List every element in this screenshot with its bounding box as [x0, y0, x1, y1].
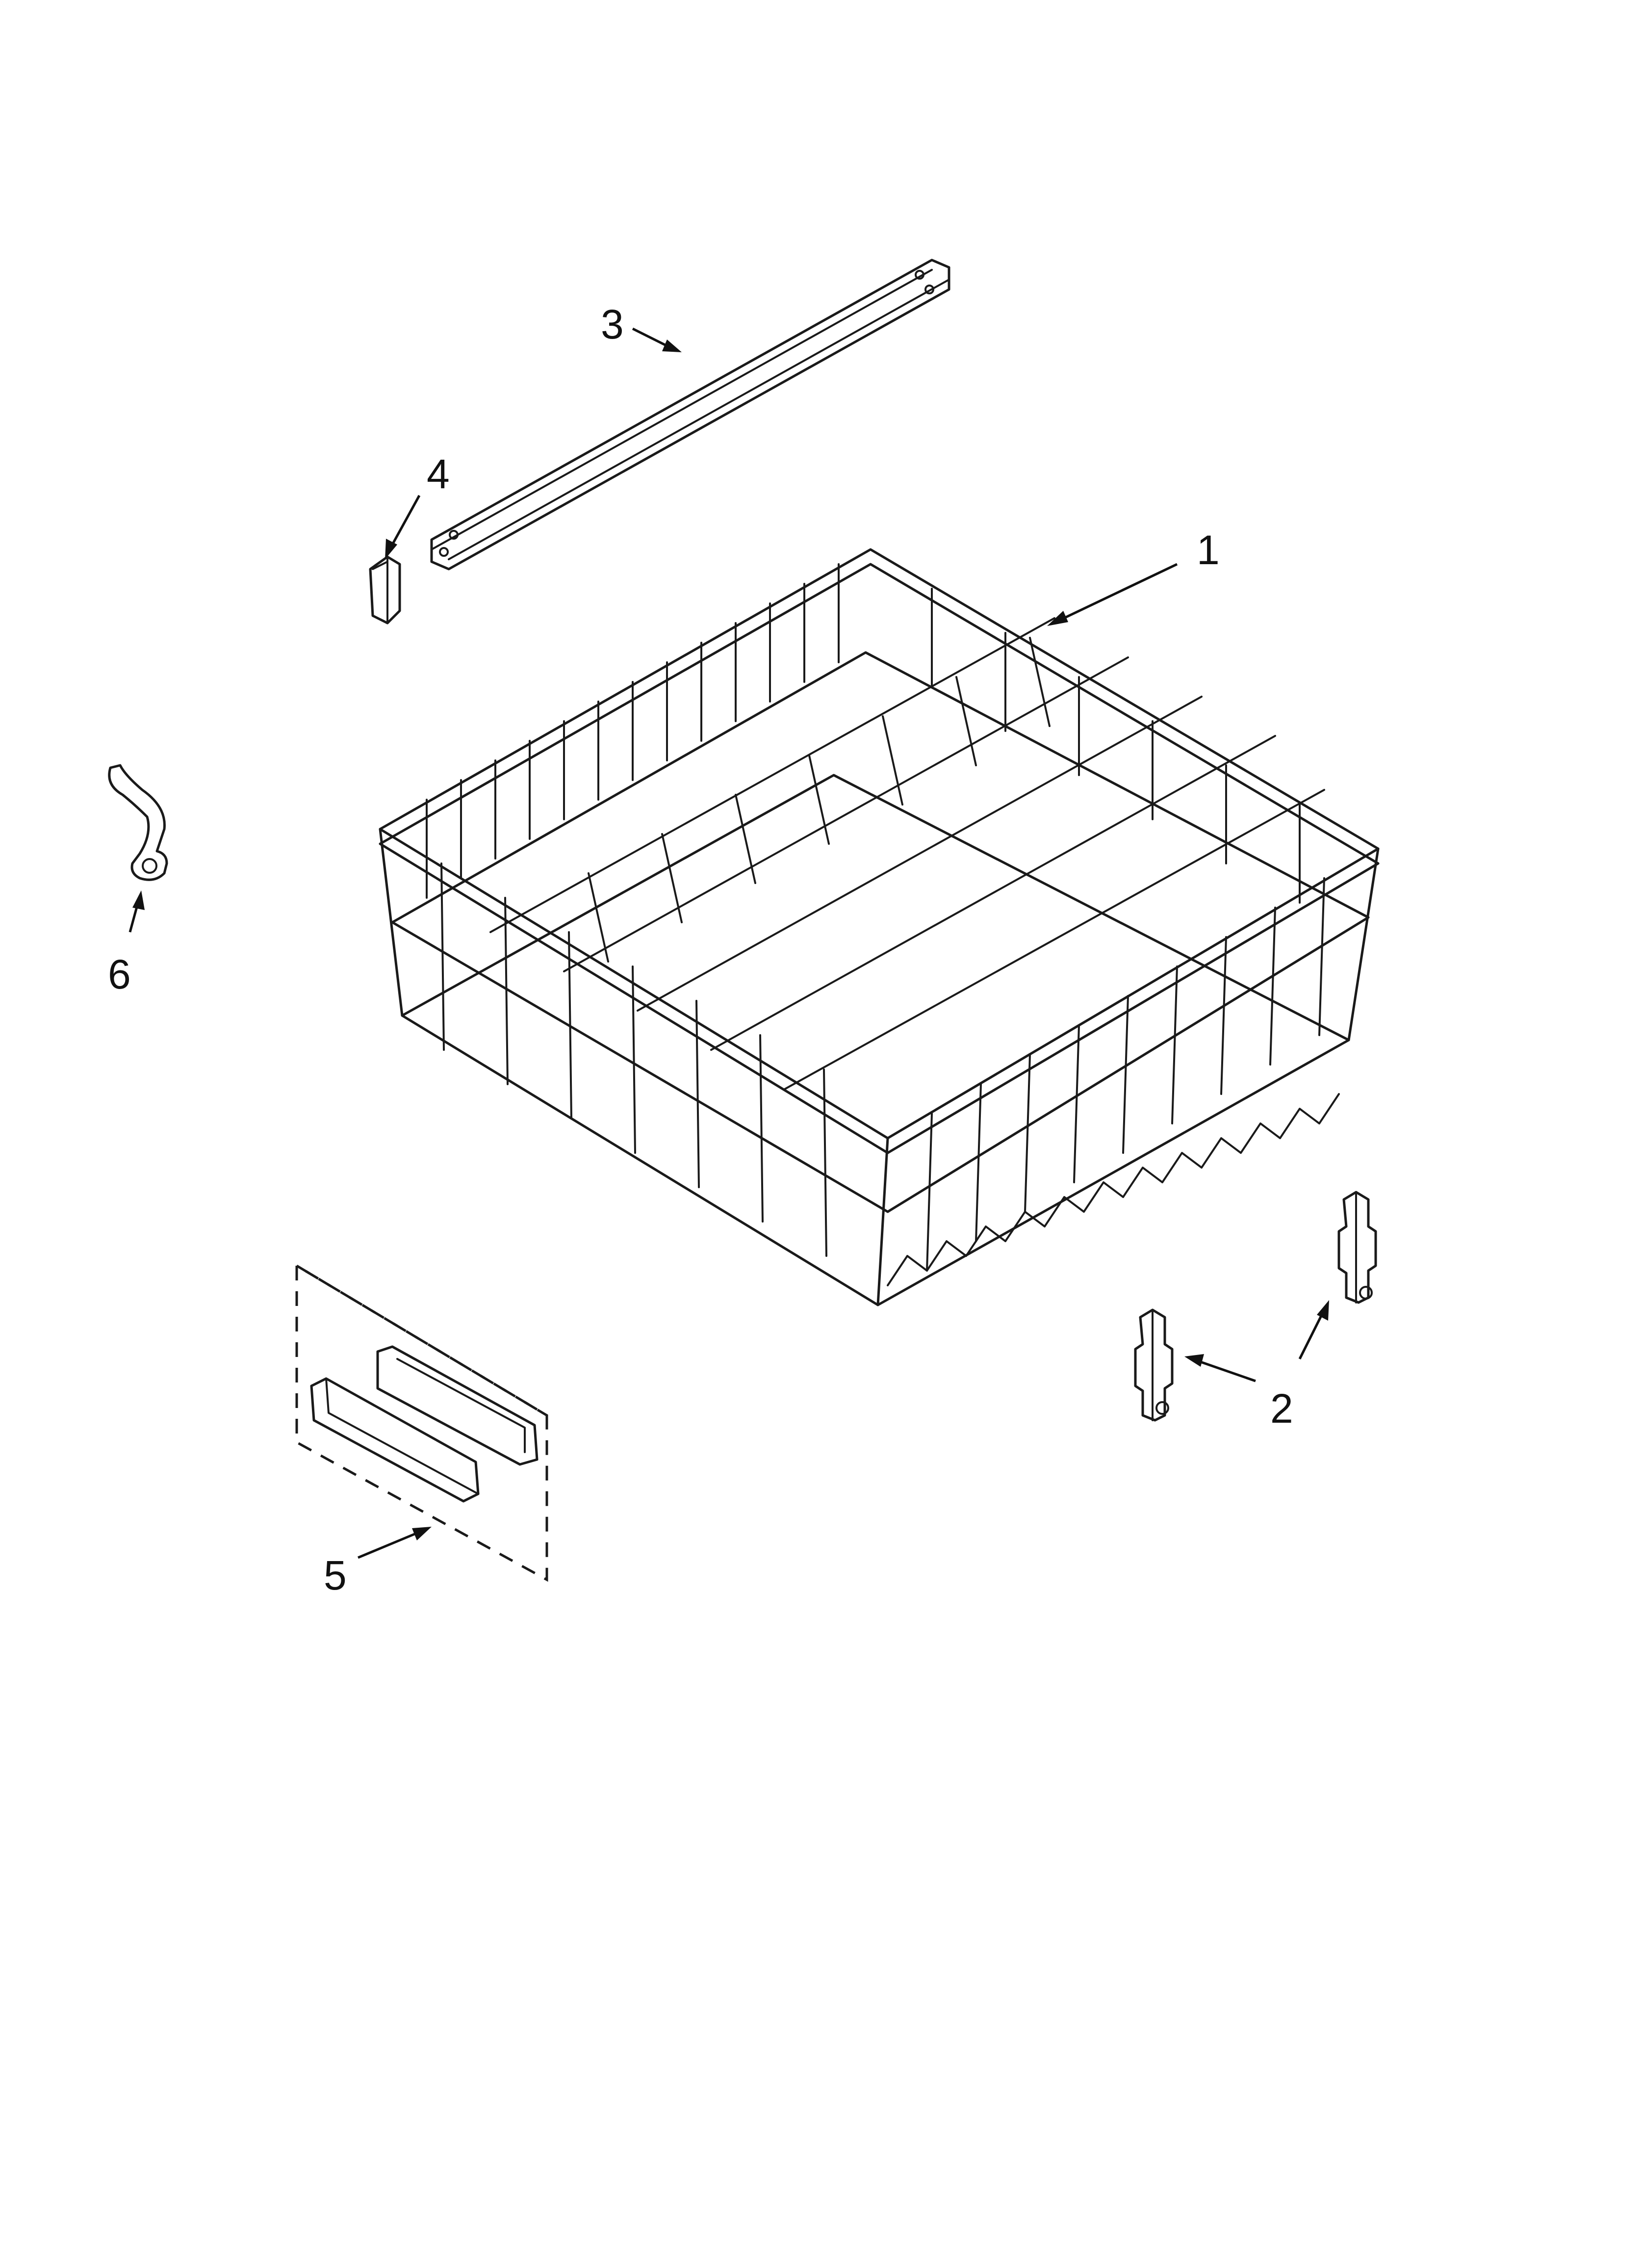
callout-label-4: 4 — [427, 451, 450, 497]
callout-arrow-3 — [632, 327, 682, 352]
callout-label-2: 2 — [1270, 1385, 1293, 1432]
callout-arrow-2-upper — [1298, 1300, 1329, 1360]
handle-kit-part — [295, 1263, 548, 1582]
callout-arrow-6 — [128, 890, 145, 933]
callout-label-3: 3 — [601, 301, 624, 347]
rack-adjuster-part-upper — [1337, 1191, 1377, 1304]
callout-label-1: 1 — [1197, 527, 1220, 573]
callout-label-6: 6 — [108, 951, 131, 997]
callout-arrow-4 — [385, 495, 421, 559]
callout-arrow-5 — [358, 1527, 432, 1559]
callout-label-5: 5 — [324, 1552, 347, 1598]
callout-arrow-1 — [1047, 563, 1178, 626]
rack-adjuster-part-lower — [1134, 1308, 1174, 1422]
dishrack-part — [379, 548, 1380, 1306]
rack-rail-part — [430, 259, 950, 571]
callout-arrow-2-lower — [1184, 1354, 1256, 1382]
rail-end-cap-part — [369, 555, 401, 625]
clip-part — [108, 764, 168, 881]
